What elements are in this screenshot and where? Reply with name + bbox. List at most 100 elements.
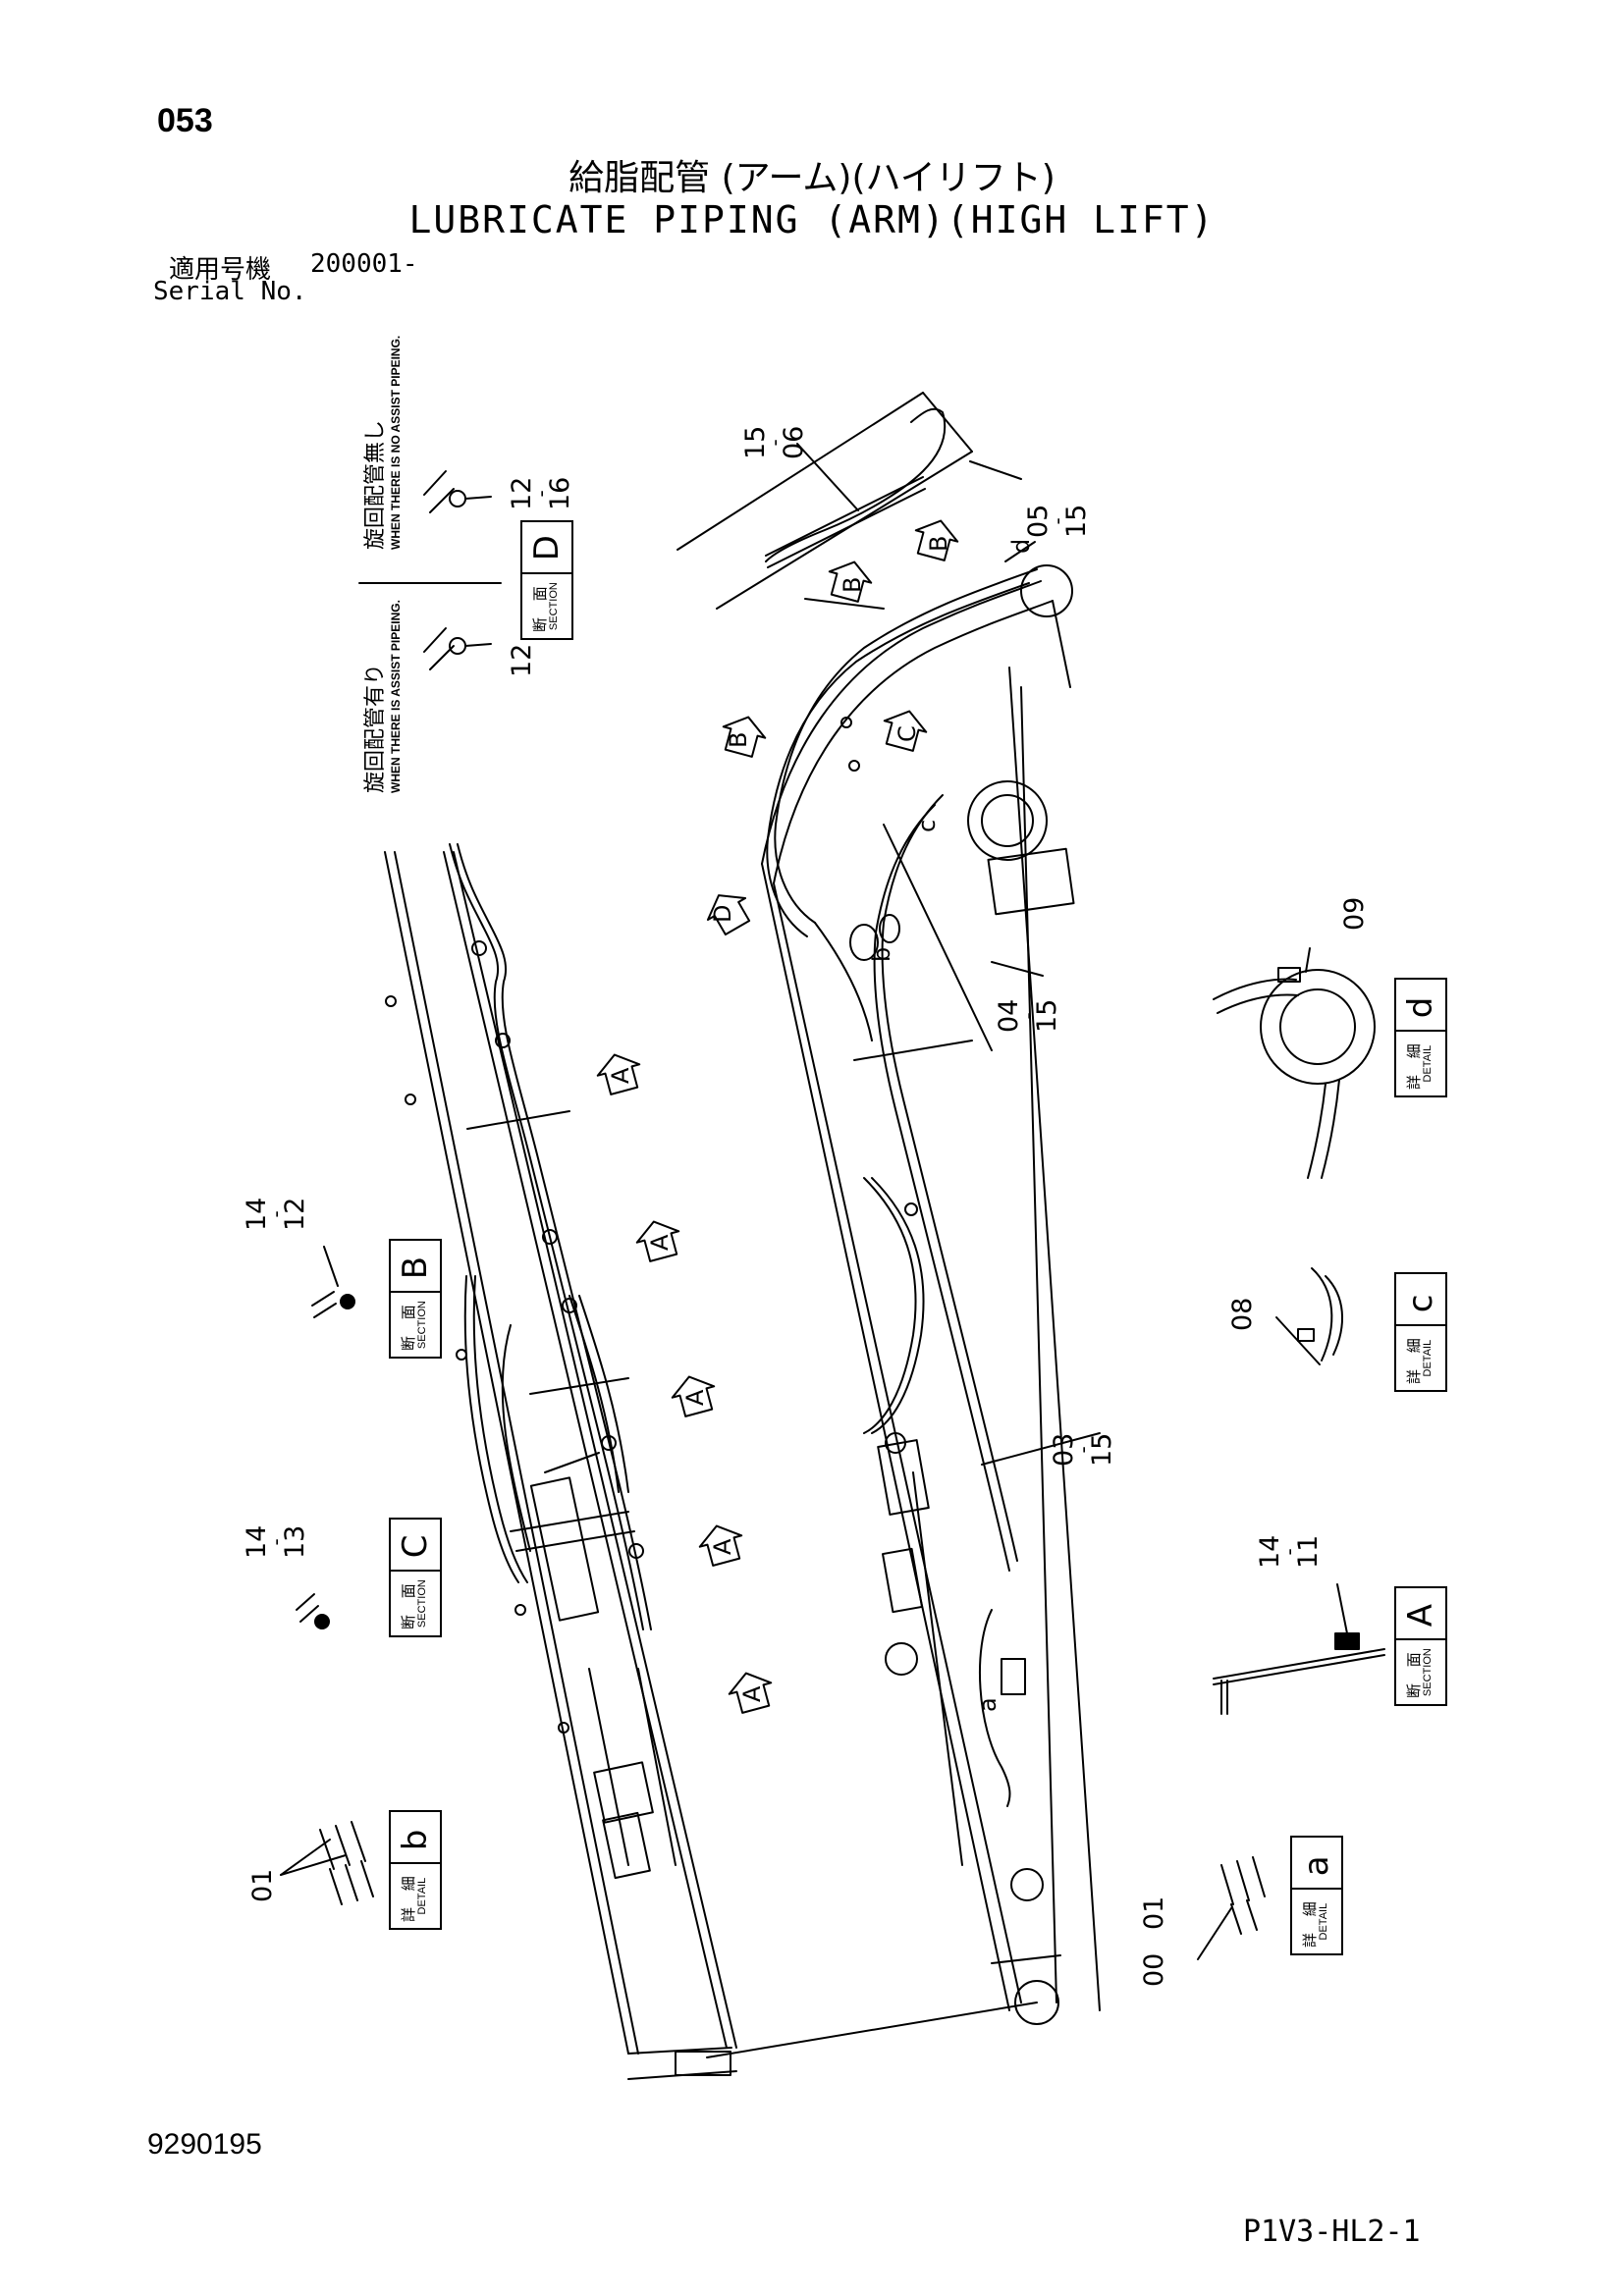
serial-label-japanese: 適用号機: [169, 255, 272, 285]
view-arrow-letters: A A A A A B B B C D: [607, 536, 952, 1702]
section-label-en: SECTION: [1422, 1648, 1435, 1697]
note-without-assist-en: WHEN THERE IS NO ASSIST PIPEING.: [389, 335, 403, 550]
note-without-assist-piping: 旋回配管無し WHEN THERE IS NO ASSIST PIPEING.: [357, 336, 403, 550]
view-arrow-c: C: [893, 725, 921, 742]
detail-label-en: DETAIL: [1318, 1902, 1330, 1941]
view-arrow-b-1: B: [839, 577, 866, 593]
callout-15: 15: [1061, 504, 1092, 538]
detail-a-sketch: [1197, 1856, 1266, 1960]
detail-point-b: b: [868, 947, 895, 962]
callout-01-left: 01: [247, 1868, 278, 1902]
callout-06: 06: [779, 425, 809, 459]
view-arrow-a-1: A: [607, 1067, 634, 1084]
view-arrow-a-5: A: [738, 1685, 766, 1702]
detail-point-c: c: [913, 820, 941, 832]
detail-c-letter: c: [1401, 1294, 1440, 1313]
page-title-japanese: 給脂配管 (アーム)(ハイリフト): [568, 158, 1056, 198]
serial-label-english: Serial No.: [153, 277, 307, 306]
callout-16: 16: [545, 476, 575, 510]
page-title-english: LUBRICATE PIPING (ARM)(HIGH LIFT): [408, 198, 1216, 241]
callout-14-13: 14-13: [242, 1524, 310, 1559]
section-b-sketch: [311, 1246, 355, 1318]
callout-04-15: 04-15: [994, 998, 1062, 1033]
right-arm-outline: [706, 564, 1101, 2058]
section-label-jp: 断 面: [400, 1299, 418, 1351]
section-label-jp: 断 面: [1405, 1646, 1424, 1698]
detail-c-sketch: [1275, 1267, 1343, 1365]
callout-13: 13: [280, 1524, 310, 1559]
view-arrow-b-3: B: [925, 536, 952, 552]
section-d-sketch-lower: [423, 627, 492, 670]
view-arrow-d: D: [709, 905, 736, 923]
detail-d-letter: d: [1401, 996, 1440, 1019]
view-arrow-a-4: A: [709, 1538, 736, 1555]
view-arrow-a-2: A: [646, 1234, 674, 1251]
note-with-assist-piping: 旋回配管有り WHEN THERE IS ASSIST PIPEING.: [357, 600, 403, 793]
left-view-arrows: [596, 1053, 773, 1714]
section-label-en: SECTION: [548, 582, 561, 631]
callout-01-value: 01: [247, 1868, 278, 1902]
section-label-jp: 断 面: [531, 580, 550, 632]
detail-point-markers: d c b a: [868, 539, 1035, 1712]
sheet-code: P1V3-HL2-1: [1243, 2215, 1421, 2249]
callout-15: 15: [1032, 998, 1062, 1033]
left-arm-hoses: [385, 843, 677, 1880]
callout-00: 00: [1139, 1952, 1169, 1987]
detail-point-a: a: [974, 1697, 1001, 1712]
right-arm-upper-guide: [677, 392, 973, 610]
callout-15: 15: [1087, 1432, 1117, 1467]
section-d-letter: D: [527, 535, 567, 561]
callout-12-16: 12-16: [507, 476, 575, 510]
section-label-en: SECTION: [416, 1301, 429, 1350]
callout-08-value: 08: [1227, 1297, 1258, 1331]
callout-01-right: 01: [1139, 1896, 1169, 1930]
section-label-en: SECTION: [416, 1579, 429, 1629]
callout-05-15: 05-15: [1023, 504, 1092, 538]
drawing-number: 9290195: [147, 2128, 262, 2161]
detail-d-sketch: [1213, 947, 1376, 1179]
section-d-sketch-upper: [423, 470, 492, 513]
callout-09-value: 09: [1339, 896, 1370, 931]
page-number: 053: [157, 102, 213, 139]
note-with-assist-jp: 旋回配管有り: [363, 663, 388, 793]
callout-11: 11: [1293, 1534, 1324, 1569]
callout-15-06: 15-06: [740, 425, 809, 459]
detail-a-letter: a: [1297, 1855, 1336, 1877]
callout-08: 08: [1227, 1297, 1258, 1331]
right-view-arrows: [706, 519, 959, 936]
callout-00-value: 00: [1139, 1952, 1169, 1987]
detail-label-jp: 詳 細: [1301, 1896, 1320, 1948]
note-with-assist-en: WHEN THERE IS ASSIST PIPEING.: [389, 600, 403, 793]
callout-12: 12: [280, 1197, 310, 1231]
detail-label-en: DETAIL: [1422, 1339, 1435, 1377]
detail-b-sketch: [280, 1821, 374, 1905]
detail-label-jp: 詳 細: [1405, 1332, 1424, 1384]
detail-b-letter: b: [396, 1829, 435, 1851]
detail-label-en: DETAIL: [416, 1877, 429, 1915]
view-arrow-b-2: B: [725, 732, 752, 748]
section-c-letter: C: [396, 1534, 435, 1559]
left-arm-outline: [384, 851, 737, 2080]
detail-label-en: DETAIL: [1422, 1044, 1435, 1083]
section-a-sketch: [1213, 1583, 1385, 1715]
callout-leader-lines: [796, 443, 1101, 1466]
section-c-sketch: [296, 1593, 330, 1629]
callout-14-11: 14-11: [1255, 1534, 1324, 1569]
detail-label-jp: 詳 細: [1405, 1038, 1424, 1090]
section-b-letter: B: [396, 1255, 435, 1280]
section-a-letter: A: [1401, 1603, 1440, 1628]
serial-number-range: 200001-: [310, 249, 418, 279]
right-arm-hoses: [766, 568, 1038, 1866]
note-without-assist-jp: 旋回配管無し: [363, 419, 388, 550]
callout-09: 09: [1339, 896, 1370, 931]
callout-14-12: 14-12: [242, 1197, 310, 1231]
callout-01-value: 01: [1139, 1896, 1169, 1930]
view-arrow-a-3: A: [681, 1389, 709, 1406]
